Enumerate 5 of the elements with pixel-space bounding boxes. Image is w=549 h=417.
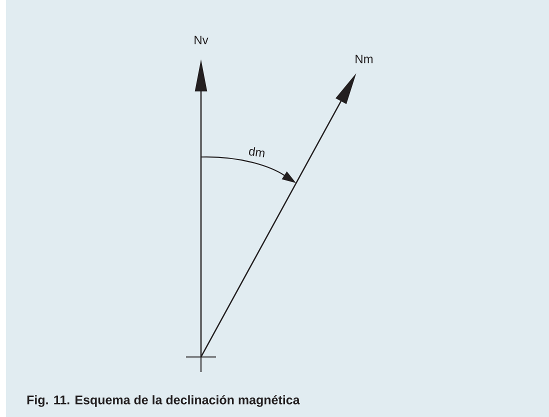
figure-caption: Fig. 11. Esquema de la declinación magnética bbox=[27, 395, 300, 407]
axis-label: Nm bbox=[356, 54, 373, 64]
axis-label: Nv bbox=[194, 36, 208, 44]
angle-label: dm bbox=[249, 147, 264, 158]
origin-cross bbox=[186, 356, 216, 372]
